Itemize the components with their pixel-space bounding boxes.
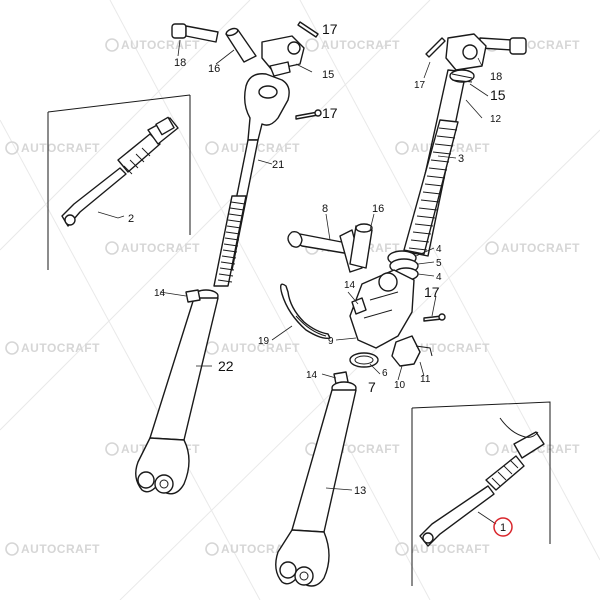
callout-18-right: 18 xyxy=(490,71,502,83)
part-11-wire xyxy=(415,345,433,357)
svg-text:AUTOCRAFT: AUTOCRAFT xyxy=(21,341,100,355)
svg-text:AUTOCRAFT: AUTOCRAFT xyxy=(221,341,300,355)
callout-4-bottom: 4 xyxy=(436,272,442,283)
callout-4-top: 4 xyxy=(436,244,442,255)
part-15-block-right xyxy=(445,33,487,71)
watermark-mark: AUTOCRAFT xyxy=(205,341,300,355)
callout-14-center: 14 xyxy=(344,280,356,291)
watermark-mark: AUTOCRAFT xyxy=(5,141,100,155)
callout-15-left: 15 xyxy=(322,69,334,81)
callout-15-right: 15 xyxy=(490,87,506,103)
part-21-upper-link xyxy=(213,73,290,287)
callout-16-left: 16 xyxy=(208,63,220,75)
part-8-lever xyxy=(287,229,363,273)
callout-1: 1 xyxy=(500,522,506,534)
part-17-bolt-right xyxy=(425,37,446,58)
part-10-nut xyxy=(391,335,421,367)
callout-17-top: 17 xyxy=(322,21,338,37)
part-12-collar xyxy=(449,69,475,83)
watermark-mark: AUTOCRAFT xyxy=(305,38,400,52)
callout-7: 7 xyxy=(368,379,376,395)
callout-5: 5 xyxy=(436,258,442,269)
callout-14-left: 14 xyxy=(154,288,166,299)
callout-17-right: 17 xyxy=(414,80,426,91)
callout-9: 9 xyxy=(328,336,334,347)
watermark-mark: AUTOCRAFT xyxy=(5,341,100,355)
callout-13: 13 xyxy=(354,485,366,497)
inset-left-top-link xyxy=(47,94,191,270)
svg-text:AUTOCRAFT: AUTOCRAFT xyxy=(121,38,200,52)
callout-18-left: 18 xyxy=(174,57,186,69)
callout-2: 2 xyxy=(128,213,134,225)
callout-3: 3 xyxy=(458,153,464,165)
watermark-mark: AUTOCRAFT xyxy=(105,38,200,52)
inset-right-link-assembly xyxy=(411,401,551,586)
part-19-clip xyxy=(279,283,331,340)
part-16-pin-left xyxy=(225,27,257,63)
callout-16-center: 16 xyxy=(372,203,384,215)
svg-text:AUTOCRAFT: AUTOCRAFT xyxy=(21,542,100,556)
part-17-bolt-right-mid xyxy=(423,313,446,322)
part-3-upper-link xyxy=(403,69,467,257)
svg-text:AUTOCRAFT: AUTOCRAFT xyxy=(321,38,400,52)
part-17-bolt-top xyxy=(297,21,319,38)
callout-10: 10 xyxy=(394,380,406,391)
svg-text:AUTOCRAFT: AUTOCRAFT xyxy=(501,241,580,255)
part-9-body xyxy=(349,269,415,349)
callout-6: 6 xyxy=(382,368,388,379)
callout-8: 8 xyxy=(322,203,328,215)
part-18-bolt-left xyxy=(171,23,219,43)
part-16-pin-center xyxy=(349,223,373,269)
watermark-mark: AUTOCRAFT xyxy=(205,141,300,155)
part-13-lower-link xyxy=(275,381,357,587)
svg-text:AUTOCRAFT: AUTOCRAFT xyxy=(21,141,100,155)
watermark-mark: AUTOCRAFT xyxy=(105,241,200,255)
part-6-ring xyxy=(349,352,379,368)
watermark-mark: AUTOCRAFT xyxy=(395,542,490,556)
part-17-bolt-mid xyxy=(295,109,322,120)
svg-text:AUTOCRAFT: AUTOCRAFT xyxy=(221,141,300,155)
callout-1-highlight: 1 xyxy=(493,517,513,537)
callout-labels: 18 16 17 15 17 21 2 14 22 17 18 15 12 3 … xyxy=(128,21,506,497)
svg-text:AUTOCRAFT: AUTOCRAFT xyxy=(411,341,490,355)
part-22-lower-link xyxy=(135,289,219,495)
svg-text:AUTOCRAFT: AUTOCRAFT xyxy=(411,542,490,556)
watermark-mark: AUTOCRAFT xyxy=(485,241,580,255)
callout-21: 21 xyxy=(272,159,284,171)
callout-17-mid: 17 xyxy=(322,105,338,121)
callout-22: 22 xyxy=(218,358,234,374)
callout-17-right-mid: 17 xyxy=(424,284,440,300)
part-14-nipple-center xyxy=(351,297,367,315)
highlight-ring xyxy=(493,517,513,537)
callout-19: 19 xyxy=(258,336,270,347)
callout-11: 11 xyxy=(420,374,431,385)
part-15-block-left xyxy=(261,35,305,77)
leader-lines xyxy=(97,39,497,525)
part-14-nipple-left xyxy=(185,289,201,303)
callout-14-right: 14 xyxy=(306,370,318,381)
callout-12: 12 xyxy=(490,114,502,125)
watermark-mark: AUTOCRAFT xyxy=(5,542,100,556)
svg-text:AUTOCRAFT: AUTOCRAFT xyxy=(121,241,200,255)
